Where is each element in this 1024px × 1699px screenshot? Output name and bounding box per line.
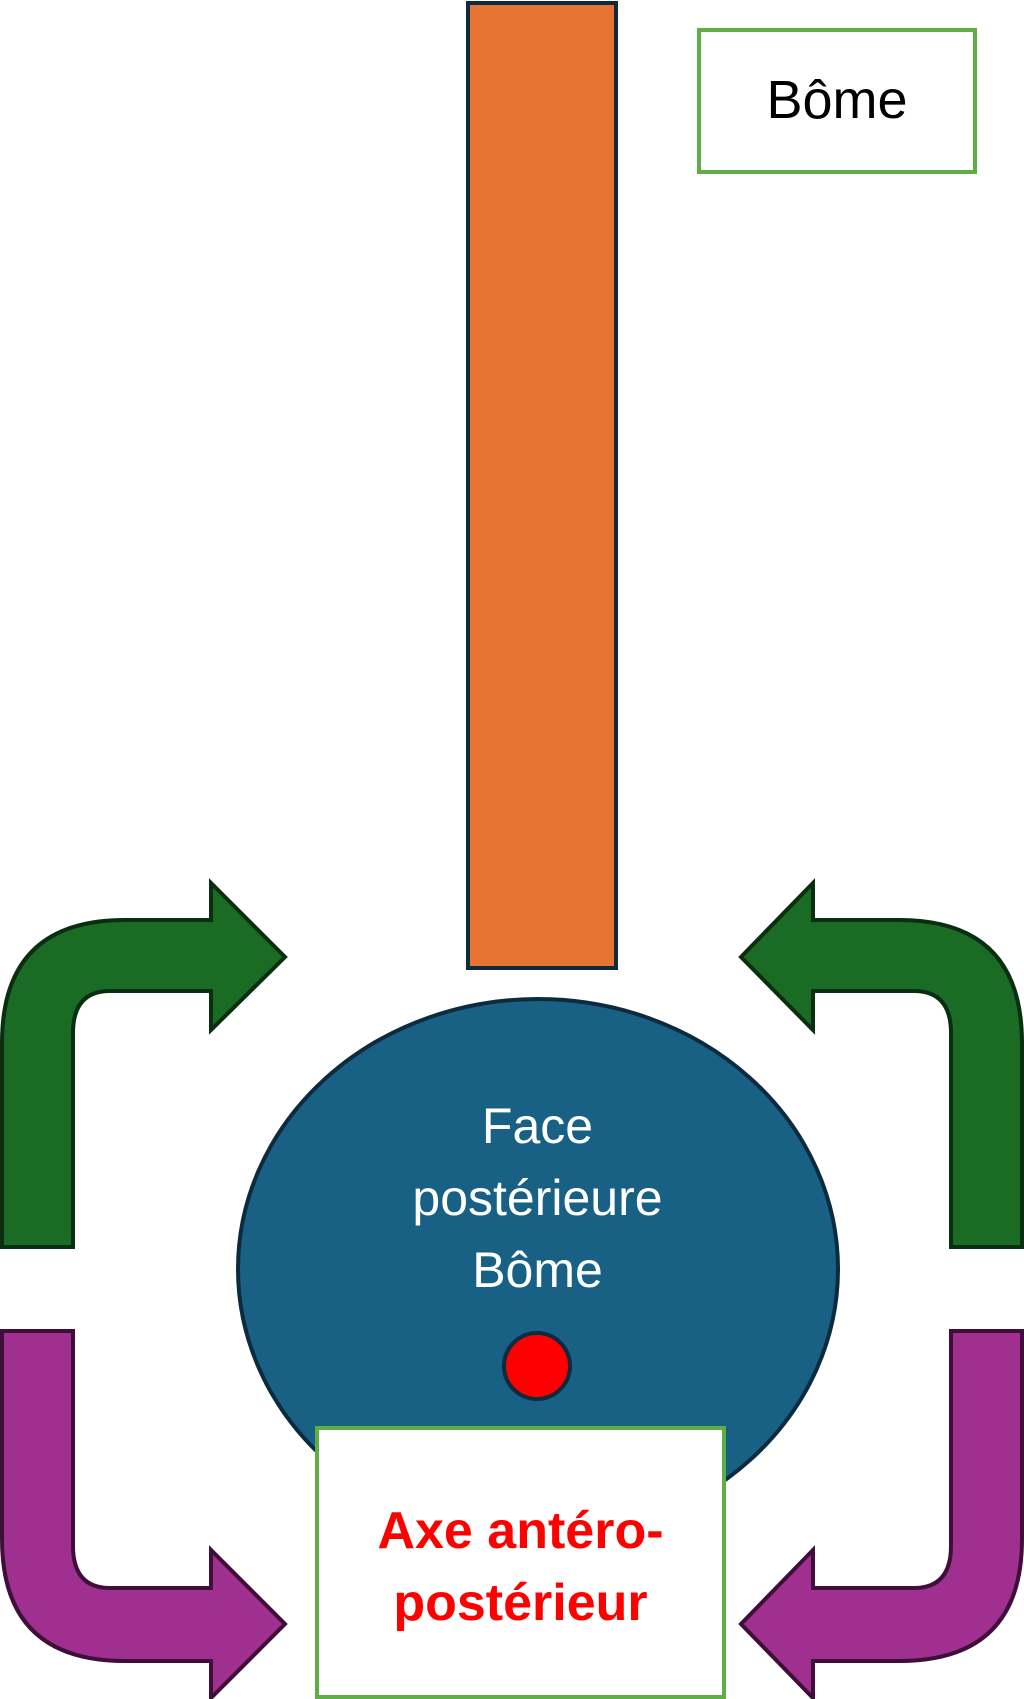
- curved-arrow-right-icon: [0, 878, 288, 1249]
- red-marker-dot: [502, 1331, 572, 1401]
- curved-arrow-left-icon: [738, 878, 1024, 1249]
- posterior-face-label: Face postérieure Bôme: [330, 1090, 745, 1306]
- boom-bar: [466, 1, 618, 970]
- posterior-face-line1: Face: [481, 1098, 594, 1154]
- posterior-face-line3: Bôme: [472, 1242, 603, 1298]
- boom-label-text: Bôme: [766, 70, 908, 131]
- axis-line2: postérieur: [393, 1573, 648, 1632]
- boom-label-box: Bôme: [697, 28, 977, 174]
- curved-arrow-left-icon: [738, 1329, 1024, 1699]
- antero-posterior-axis-box: Axe antéro- postérieur: [315, 1426, 726, 1699]
- posterior-face-line2: postérieure: [412, 1170, 663, 1226]
- axis-line1: Axe antéro-: [377, 1501, 664, 1560]
- curved-arrow-right-icon: [0, 1329, 288, 1699]
